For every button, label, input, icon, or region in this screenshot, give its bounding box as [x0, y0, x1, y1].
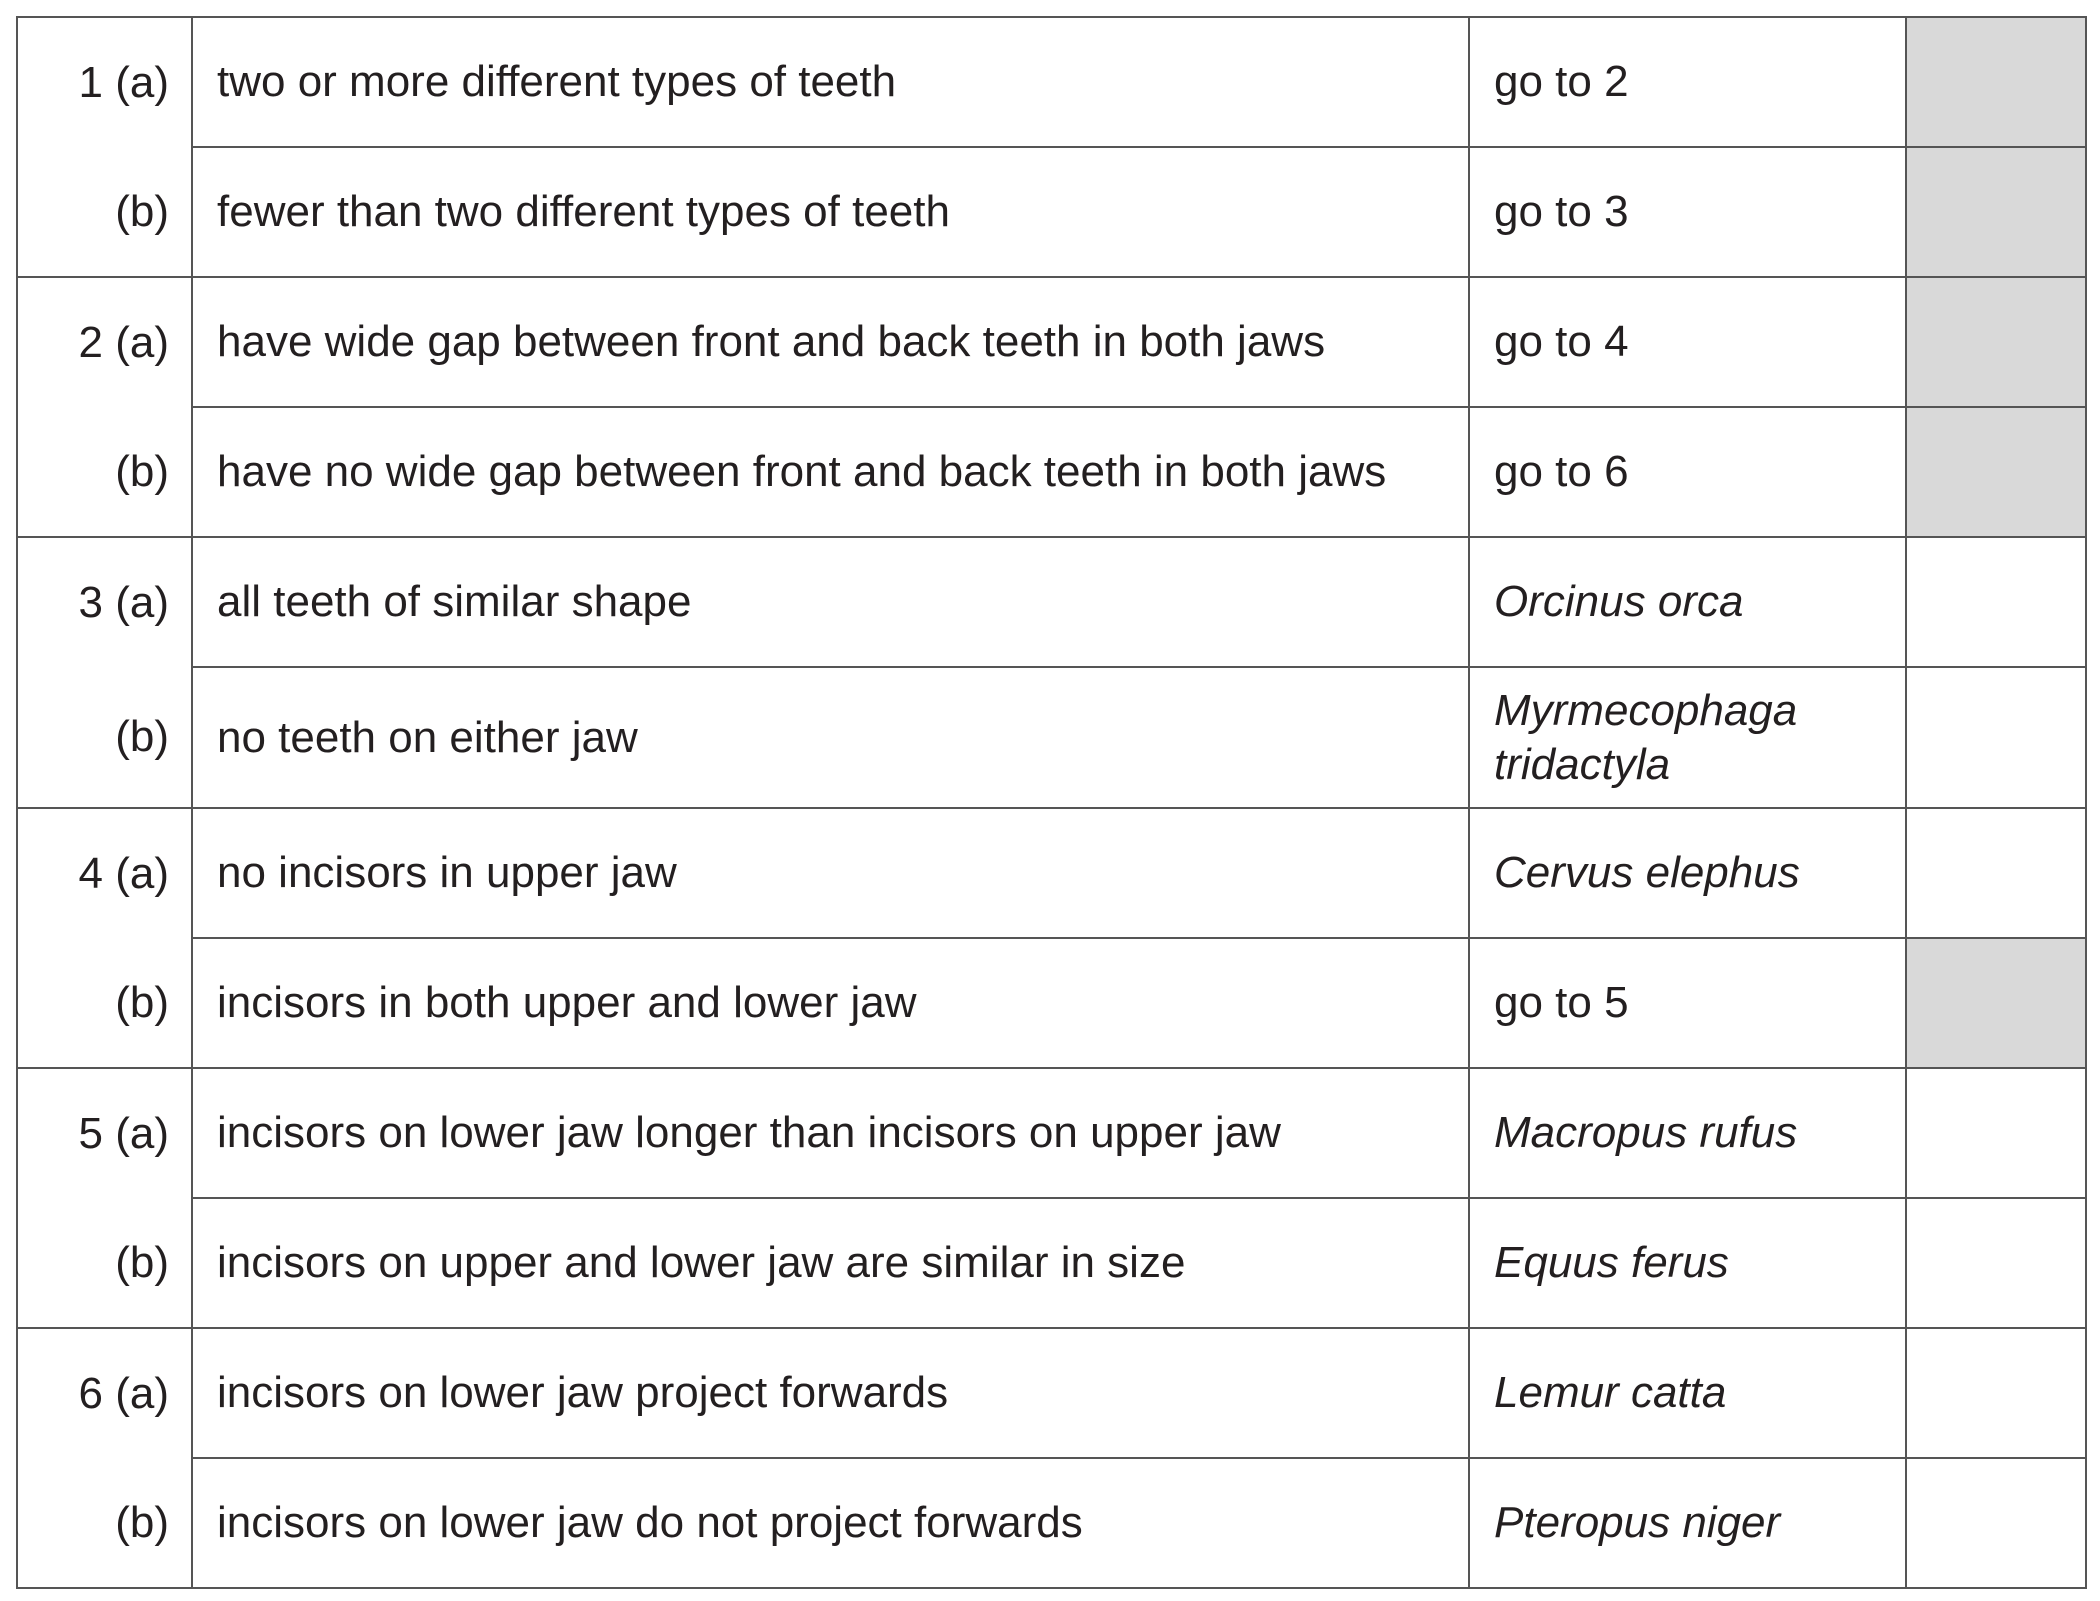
go-to-instruction: go to 6	[1468, 406, 1907, 538]
species-name: Myrmecophaga tridactyla	[1468, 666, 1907, 809]
shaded-answer-cell	[1905, 937, 2087, 1069]
key-row: 1 (a)two or more different types of teet…	[16, 16, 2087, 148]
couplet-number: (b)	[16, 1198, 193, 1329]
answer-box[interactable]	[1905, 1067, 2087, 1199]
feature-description: incisors in both upper and lower jaw	[191, 937, 1470, 1069]
feature-description: incisors on lower jaw longer than inciso…	[191, 1067, 1470, 1199]
dichotomous-key-body: 1 (a)two or more different types of teet…	[16, 16, 2087, 1589]
couplet-number: (b)	[16, 407, 193, 538]
key-row: 5 (a)incisors on lower jaw longer than i…	[16, 1067, 2087, 1199]
key-row: (b)incisors on lower jaw do not project …	[16, 1457, 2087, 1589]
answer-box[interactable]	[1905, 666, 2087, 809]
key-row: (b)fewer than two different types of tee…	[16, 146, 2087, 278]
species-name: Macropus rufus	[1468, 1067, 1907, 1199]
couplet-number: (b)	[16, 667, 193, 809]
answer-box[interactable]	[1905, 536, 2087, 668]
feature-description: incisors on lower jaw do not project for…	[191, 1457, 1470, 1589]
couplet-number: 2 (a)	[16, 276, 193, 407]
feature-description: two or more different types of teeth	[191, 16, 1470, 148]
species-name: Pteropus niger	[1468, 1457, 1907, 1589]
species-name: Equus ferus	[1468, 1197, 1907, 1329]
feature-description: all teeth of similar shape	[191, 536, 1470, 668]
go-to-instruction: go to 5	[1468, 937, 1907, 1069]
couplet-number: (b)	[16, 938, 193, 1069]
shaded-answer-cell	[1905, 276, 2087, 408]
feature-description: incisors on upper and lower jaw are simi…	[191, 1197, 1470, 1329]
feature-description: have wide gap between front and back tee…	[191, 276, 1470, 408]
feature-description: no teeth on either jaw	[191, 666, 1470, 809]
couplet-number: 4 (a)	[16, 807, 193, 938]
couplet-number: (b)	[16, 147, 193, 278]
key-row: 6 (a)incisors on lower jaw project forwa…	[16, 1327, 2087, 1459]
shaded-answer-cell	[1905, 16, 2087, 148]
dichotomous-key-table: 1 (a)two or more different types of teet…	[16, 16, 2087, 1589]
species-name: Cervus elephus	[1468, 807, 1907, 939]
key-row: (b)incisors on upper and lower jaw are s…	[16, 1197, 2087, 1329]
shaded-answer-cell	[1905, 146, 2087, 278]
key-row: (b)have no wide gap between front and ba…	[16, 406, 2087, 538]
feature-description: incisors on lower jaw project forwards	[191, 1327, 1470, 1459]
couplet-number: 1 (a)	[16, 16, 193, 147]
species-name: Lemur catta	[1468, 1327, 1907, 1459]
answer-box[interactable]	[1905, 1197, 2087, 1329]
go-to-instruction: go to 3	[1468, 146, 1907, 278]
feature-description: no incisors in upper jaw	[191, 807, 1470, 939]
answer-box[interactable]	[1905, 807, 2087, 939]
feature-description: have no wide gap between front and back …	[191, 406, 1470, 538]
go-to-instruction: go to 4	[1468, 276, 1907, 408]
couplet-number: 5 (a)	[16, 1067, 193, 1198]
couplet-number: 6 (a)	[16, 1327, 193, 1458]
couplet-number: (b)	[16, 1458, 193, 1589]
species-name: Orcinus orca	[1468, 536, 1907, 668]
answer-box[interactable]	[1905, 1327, 2087, 1459]
couplet-number: 3 (a)	[16, 536, 193, 667]
answer-box[interactable]	[1905, 1457, 2087, 1589]
key-row: 2 (a)have wide gap between front and bac…	[16, 276, 2087, 408]
feature-description: fewer than two different types of teeth	[191, 146, 1470, 278]
go-to-instruction: go to 2	[1468, 16, 1907, 148]
shaded-answer-cell	[1905, 406, 2087, 538]
